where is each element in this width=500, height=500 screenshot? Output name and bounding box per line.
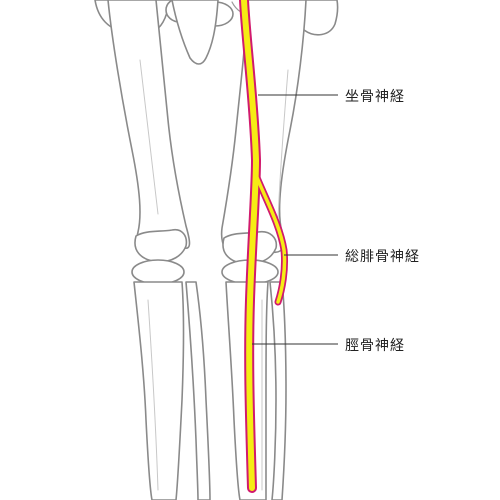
femur-left — [107, 0, 191, 257]
sciatic-nerve-label: 坐骨神経 — [345, 89, 405, 105]
lower-leg-left — [133, 281, 211, 500]
pelvic-wedge — [171, 0, 219, 65]
sciatic-tibial-nerve — [241, 0, 259, 491]
common-peroneal-nerve — [254, 173, 287, 304]
tibial-nerve-label: 脛骨神経 — [345, 338, 405, 354]
common-peroneal-nerve-label: 総腓骨神経 — [345, 249, 420, 265]
femur-right — [220, 0, 307, 257]
knee-left — [131, 228, 188, 285]
